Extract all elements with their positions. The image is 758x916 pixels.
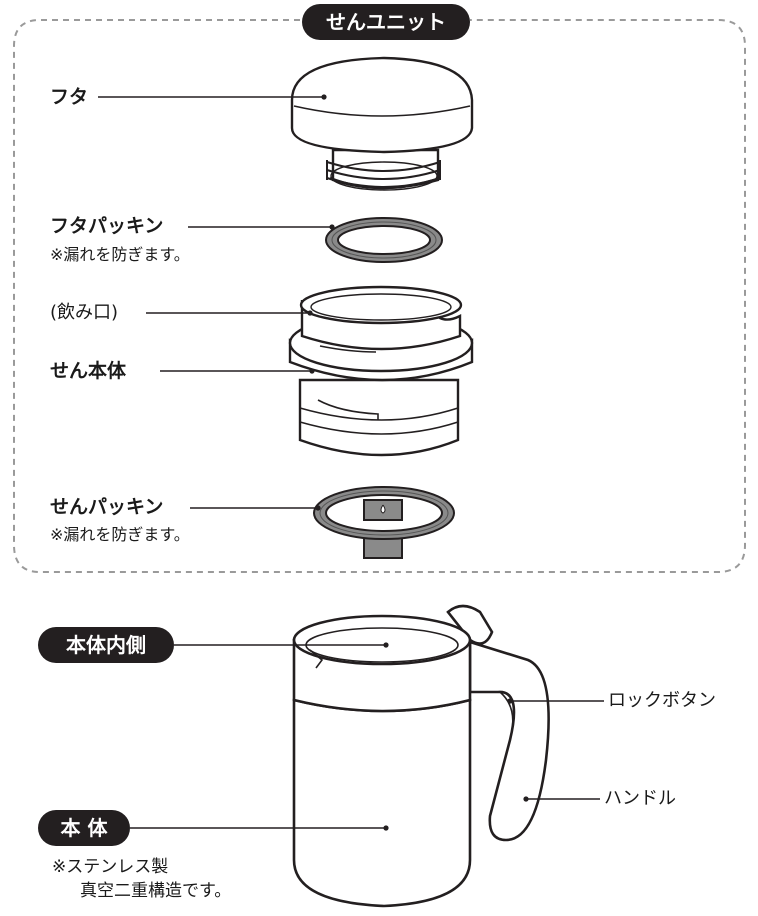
note-plug-gasket: ※漏れを防ぎます。 [50,525,190,544]
leader-lines [98,96,604,829]
label-lock-button: ロックボタン [608,690,716,711]
plug-gasket-illustration [313,486,455,559]
label-spout: (飲み口) [50,302,119,323]
label-plug-body: せん本体 [50,360,127,382]
note-body-line2: 真空二重構造です。 [80,881,232,901]
label-handle: ハンドル [604,788,676,809]
label-plug-gasket: せんパッキン [50,496,164,518]
unit-header-pill: せんユニット [302,4,470,40]
note-body-line1: ※ステンレス製 [52,857,169,877]
lid-gasket-illustration [325,217,443,263]
plug-body-illustration [288,285,474,457]
label-lid: フタ [50,86,89,108]
lid-bottom-thread [326,160,441,188]
unit-dashed-border [13,19,746,573]
note-lid-gasket: ※漏れを防ぎます。 [50,245,190,264]
label-body-pill: 本 体 [38,810,130,846]
label-lid-gasket: フタパッキン [50,215,164,237]
lid-illustration [290,56,474,191]
bottle-body-illustration [292,604,550,908]
label-inner-pill: 本体内側 [38,627,174,663]
leader-dots [307,94,529,831]
